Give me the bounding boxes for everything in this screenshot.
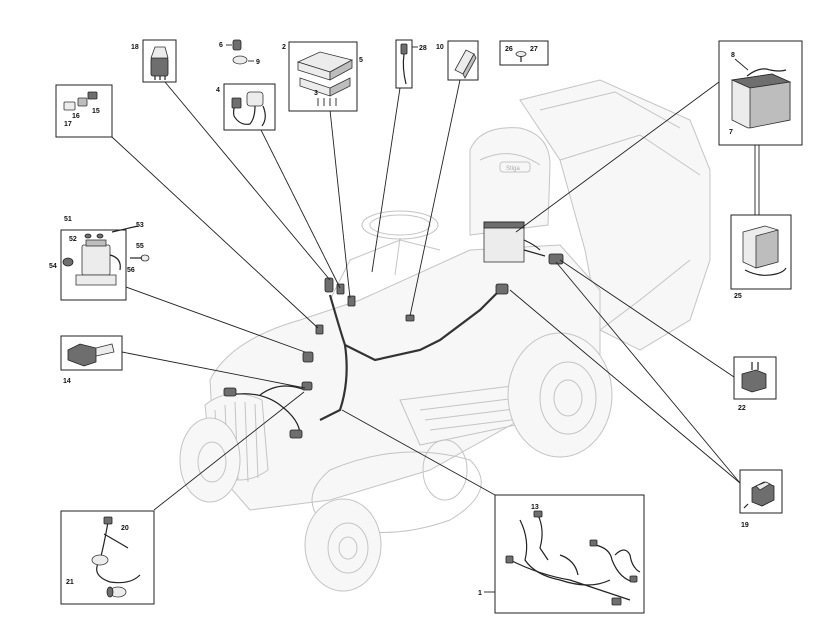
label-22: 22 (738, 405, 746, 412)
callout-14-relay: 14 (60, 335, 123, 385)
label-4: 4 (216, 87, 220, 94)
label-1: 1 (478, 590, 482, 597)
label-51: 51 (64, 216, 72, 223)
label-56: 56 (127, 267, 135, 274)
label-9: 9 (256, 59, 260, 66)
callout-51-56-solenoid: 51 52 53 54 55 56 (49, 216, 150, 301)
callout-20-21-lights: 20 21 (60, 510, 155, 605)
label-55: 55 (136, 243, 144, 250)
label-15: 15 (92, 108, 100, 115)
leader-lines (111, 79, 760, 511)
label-10: 10 (436, 44, 444, 51)
label-3: 3 (314, 90, 318, 97)
tractor-body (209, 244, 601, 511)
label-53: 53 (136, 222, 144, 229)
label-25: 25 (734, 293, 742, 300)
front-wheel (304, 498, 382, 592)
rear-wheel-left (179, 417, 241, 503)
seat-badge (499, 161, 531, 173)
label-19: 19 (741, 522, 749, 529)
callout-28-wire: 28 (395, 39, 427, 89)
label-54: 54 (49, 263, 57, 270)
label-21: 21 (66, 579, 74, 586)
seat (469, 127, 551, 236)
callout-22-sensor: 22 (733, 356, 777, 412)
callout-6-9-key: 6 9 (219, 39, 260, 66)
label-7: 7 (729, 129, 733, 136)
label-27: 27 (530, 46, 538, 53)
battery-installed (483, 221, 525, 263)
callout-18-switch: 18 (131, 39, 177, 83)
label-2: 2 (282, 44, 286, 51)
label-52: 52 (69, 236, 77, 243)
callout-1-13-harness: 1 13 (478, 494, 645, 614)
callout-15-16-17-terminals: 15 16 17 (55, 84, 113, 138)
callout-7-8-battery: 8 7 (718, 40, 803, 146)
label-17: 17 (64, 121, 72, 128)
label-18: 18 (131, 44, 139, 51)
tractor-illustration: Stiga (179, 79, 711, 592)
label-13: 13 (531, 504, 539, 511)
wiring-harness-installed (223, 221, 564, 439)
rear-wheel-right (507, 332, 613, 458)
callout-19-rocker: 19 (739, 469, 783, 529)
label-14: 14 (63, 378, 71, 385)
brand-badge: Stiga (506, 166, 520, 172)
label-16: 16 (72, 113, 80, 120)
label-5: 5 (359, 57, 363, 64)
callout-10-fuse: 10 (436, 40, 479, 81)
label-20: 20 (121, 525, 129, 532)
mower-deck (311, 451, 482, 533)
label-6: 6 (219, 42, 223, 49)
callout-4-ignition: 4 (216, 83, 276, 131)
label-26: 26 (505, 46, 513, 53)
label-28: 28 (419, 45, 427, 52)
callout-25-charger: 25 (730, 214, 792, 300)
label-8: 8 (731, 52, 735, 59)
front-wheel-far (422, 439, 468, 501)
callout-2-3-5-fusebox: 2 5 3 (282, 41, 363, 112)
callout-26-27-screw: 26 27 (499, 40, 549, 66)
